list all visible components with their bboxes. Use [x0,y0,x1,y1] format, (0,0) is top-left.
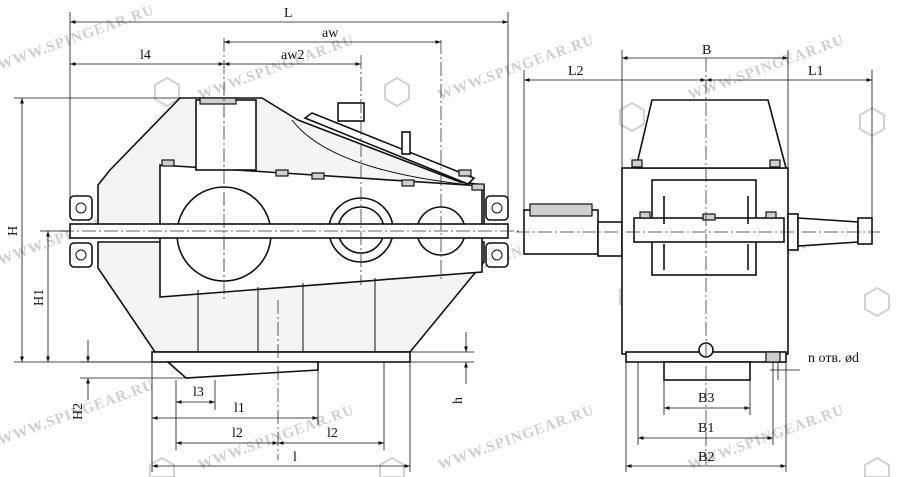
label-H2: H2 [71,403,86,420]
watermark-text: WWW.SPINGEAR.RU [196,32,357,104]
label-H1: H1 [32,289,47,306]
label-l2-left: l2 [232,426,243,441]
shaft-collar [597,221,623,257]
inspection-cover [303,112,476,185]
tube-cap [199,97,237,105]
side-foot [663,361,751,381]
side-view [516,58,880,465]
label-aw: aw [322,26,339,41]
label-H: H [6,226,21,236]
front-view [60,38,520,460]
label-L1: L1 [808,64,824,79]
dimension-labels: L aw l4 aw2 H H1 H2 h l3 l1 l2 l2 l B L2… [6,6,859,465]
side-band [633,217,785,243]
shaft-key [529,203,593,217]
label-aw2: aw2 [281,48,304,63]
dimensions-side [523,50,873,472]
bolts [161,159,485,191]
label-l1: l1 [234,401,245,416]
mount-hole [765,351,781,363]
base-plate [151,351,411,363]
label-L: L [284,6,293,21]
label-h: h [451,397,466,404]
breather-box [337,102,365,122]
label-B: B [702,43,711,58]
side-top [634,99,788,169]
dimensions-front [14,12,509,472]
legs [197,278,376,352]
cover-curve [291,119,471,186]
lifting-lugs [69,195,509,268]
watermark-text: WWW.SPINGEAR.RU [0,2,157,74]
label-B1: B1 [698,421,714,436]
label-B2: B2 [698,450,714,465]
label-l2-right: l2 [327,426,338,441]
input-nut [857,217,873,245]
label-l3: l3 [193,385,204,400]
label-B3: B3 [698,391,714,406]
label-l4: l4 [140,48,151,63]
breather-plug [401,131,411,155]
label-l: l [293,450,297,465]
base-foot [165,361,319,379]
label-L2: L2 [568,64,584,79]
bearing-tube [195,99,257,171]
watermark-text: WWW.SPINGEAR.RU [436,402,597,474]
label-holes: n отв. ød [808,351,859,366]
